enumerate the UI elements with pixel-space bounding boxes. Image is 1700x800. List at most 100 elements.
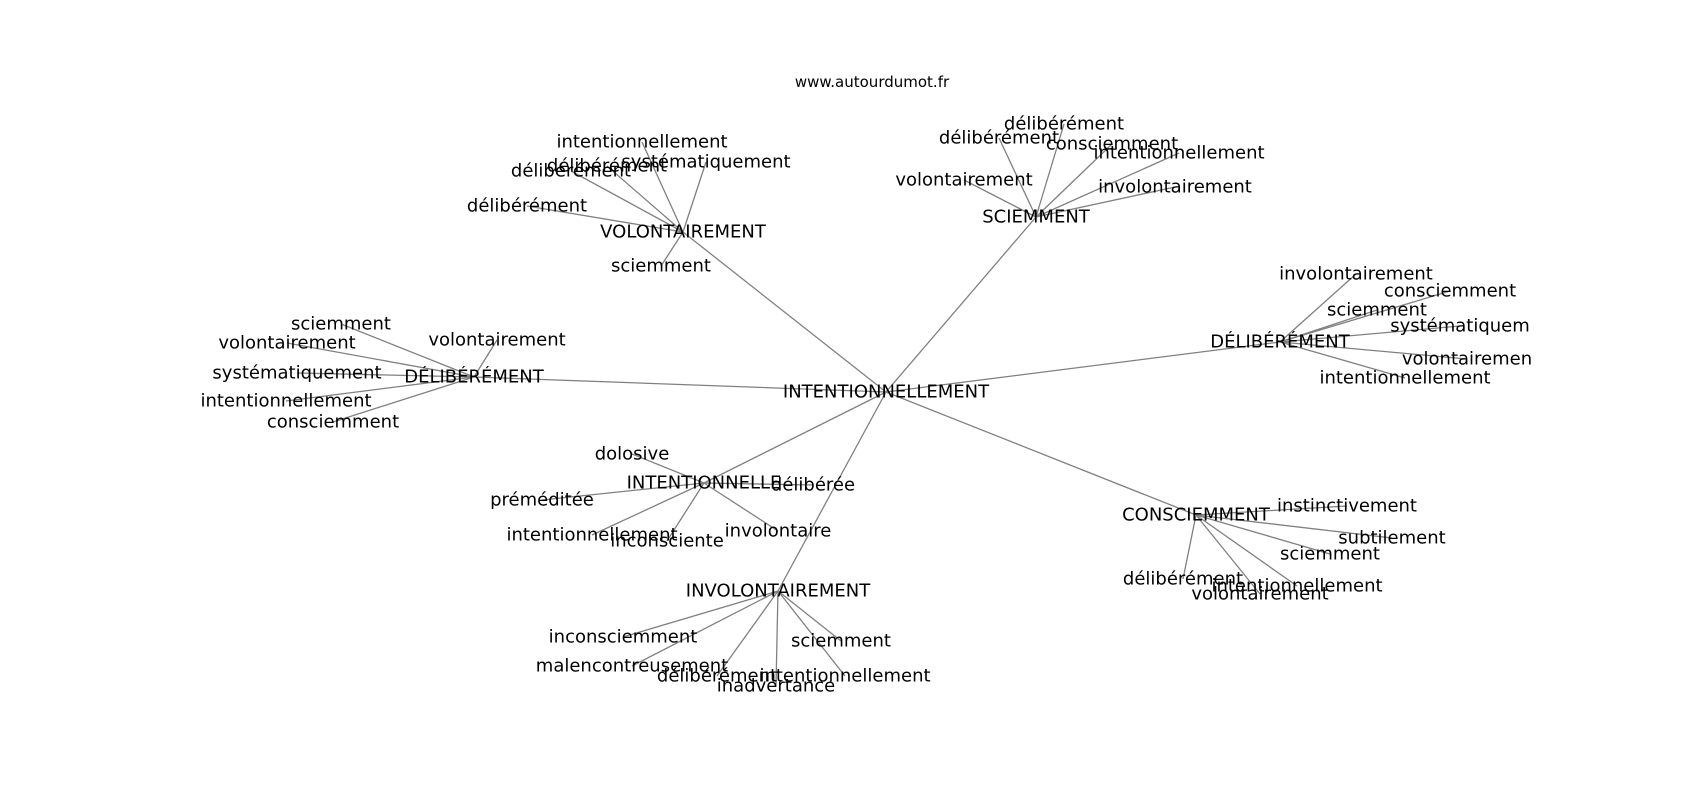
leaf-node-label: intentionnellement [1093, 143, 1264, 164]
edge-hub-to-leaf [1279, 341, 1468, 360]
hub-node-label: INTENTIONNELLE [627, 473, 782, 494]
edge-hub-to-leaf [963, 179, 1037, 218]
leaf-node-label: volontairement [895, 170, 1032, 191]
leaf-node-label: instinctivement [1277, 496, 1417, 517]
edge-root-to-hub [682, 231, 887, 393]
graph-labels: intentionnellementsystématiquementdélibé… [200, 114, 1532, 697]
edge-hub-to-leaf [526, 205, 684, 233]
edge-hub-to-leaf [340, 323, 475, 378]
leaf-node-label: intentionnellement [556, 132, 727, 153]
graph-edges [285, 123, 1468, 687]
edge-hub-to-leaf [1035, 143, 1113, 218]
leaf-node-label: involontairement [1279, 264, 1433, 285]
leaf-node-label: systématiquem [1390, 316, 1530, 337]
edge-hub-to-leaf [1279, 341, 1406, 379]
edge-hub-to-leaf [1279, 309, 1378, 343]
leaf-node-label: délibérément [939, 128, 1059, 149]
leaf-node-label: délibérément [657, 666, 777, 687]
hub-node-label: CONSCIEMMENT [1122, 505, 1271, 526]
leaf-node-label: malencontreusement [536, 656, 728, 677]
leaf-node-label: volontairemen [1402, 349, 1532, 370]
edge-hub-to-leaf [591, 482, 705, 536]
edge-root-to-hub [777, 391, 887, 592]
edge-hub-to-leaf [631, 453, 705, 484]
edge-hub-to-leaf [1195, 514, 1393, 539]
edge-hub-to-leaf [473, 339, 498, 378]
root-node-label: INTENTIONNELLEMENT [783, 382, 990, 403]
edge-hub-to-leaf [660, 231, 684, 267]
leaf-node-label: inadvertance [717, 676, 835, 697]
edge-hub-to-leaf [296, 372, 475, 378]
edge-hub-to-leaf [1035, 152, 1180, 218]
leaf-node-label: volontairement [428, 330, 565, 351]
edge-root-to-hub [473, 376, 887, 393]
leaf-node-label: préméditée [490, 490, 594, 511]
leaf-node-label: délibérément [467, 196, 587, 217]
edge-hub-to-leaf [641, 141, 684, 233]
leaf-node-label: délibérément [547, 156, 667, 177]
leaf-node-label: consciemment [1384, 281, 1516, 302]
leaf-node-label: involontaire [725, 521, 832, 542]
leaf-node-label: inconsciemment [549, 627, 698, 648]
edge-root-to-hub [885, 391, 1197, 516]
edge-hub-to-leaf [541, 482, 705, 501]
hub-node-label: INVOLONTAIREMENT [686, 581, 871, 602]
edge-hub-to-leaf [1195, 514, 1261, 595]
leaf-node-label: sciemment [611, 256, 711, 277]
edge-hub-to-leaf [1195, 514, 1298, 587]
edge-hub-to-leaf [1195, 514, 1331, 555]
edge-hub-to-leaf [998, 137, 1037, 218]
leaf-node-label: intentionnellement [506, 525, 677, 546]
leaf-node-label: délibérée [771, 475, 855, 496]
edge-hub-to-leaf [1279, 273, 1357, 343]
leaf-node-label: sciemment [291, 314, 391, 335]
leaf-node-label: intentionnellement [200, 391, 371, 412]
leaf-node-label: volontairement [1191, 584, 1328, 605]
edge-hub-to-leaf [703, 482, 779, 532]
edge-hub-to-leaf [777, 590, 846, 677]
edge-hub-to-leaf [1035, 123, 1065, 218]
leaf-node-label: subtilement [1338, 528, 1445, 549]
leaf-node-label: intentionnellement [759, 666, 930, 687]
leaf-node-label: sciemment [1280, 544, 1380, 565]
edge-root-to-hub [885, 341, 1281, 393]
leaf-node-label: systématiquement [621, 152, 790, 173]
edge-root-to-hub [885, 216, 1037, 393]
edge-hub-to-leaf [570, 170, 684, 233]
leaf-node-label: inconsciente [610, 531, 724, 552]
hub-node-label: VOLONTAIREMENT [600, 222, 767, 243]
hub-node-label: DÉLIBÉRÉMENT [1210, 331, 1351, 353]
edge-root-to-hub [703, 391, 887, 484]
edge-hub-to-leaf [775, 590, 779, 687]
leaf-node-label: dolosive [595, 444, 670, 465]
leaf-node-label: délibérément [511, 161, 631, 182]
leaf-node-label: délibérément [1123, 569, 1243, 590]
edge-hub-to-leaf [777, 590, 842, 642]
leaf-node-label: intentionnellement [1319, 368, 1490, 389]
leaf-node-label: sciemment [1327, 300, 1427, 321]
edge-hub-to-leaf [332, 376, 475, 423]
edge-hub-to-leaf [1195, 505, 1348, 516]
edge-hub-to-leaf [622, 590, 779, 638]
leaf-node-label: involontairement [1098, 177, 1252, 198]
edge-hub-to-leaf [1182, 514, 1197, 580]
edge-hub-to-leaf [286, 342, 475, 378]
hub-node-label: DÉLIBÉRÉMENT [404, 366, 545, 388]
hub-node-label: SCIEMMENT [982, 207, 1091, 228]
edge-hub-to-leaf [285, 376, 475, 402]
edge-hub-to-leaf [682, 161, 707, 233]
leaf-node-label: intentionnellement [1211, 576, 1382, 597]
edge-hub-to-leaf [1035, 186, 1176, 218]
leaf-node-label: consciemment [267, 412, 399, 433]
edge-hub-to-leaf [1279, 290, 1451, 343]
leaf-node-label: sciemment [791, 631, 891, 652]
leaf-node-label: volontairement [218, 333, 355, 354]
watermark-text: www.autourdumot.fr [795, 73, 950, 91]
leaf-node-label: délibérément [1004, 114, 1124, 135]
edge-hub-to-leaf [666, 482, 705, 542]
edge-hub-to-leaf [1279, 325, 1461, 343]
edge-hub-to-leaf [716, 590, 779, 677]
edge-hub-to-leaf [606, 165, 684, 233]
edge-hub-to-leaf [631, 590, 779, 667]
